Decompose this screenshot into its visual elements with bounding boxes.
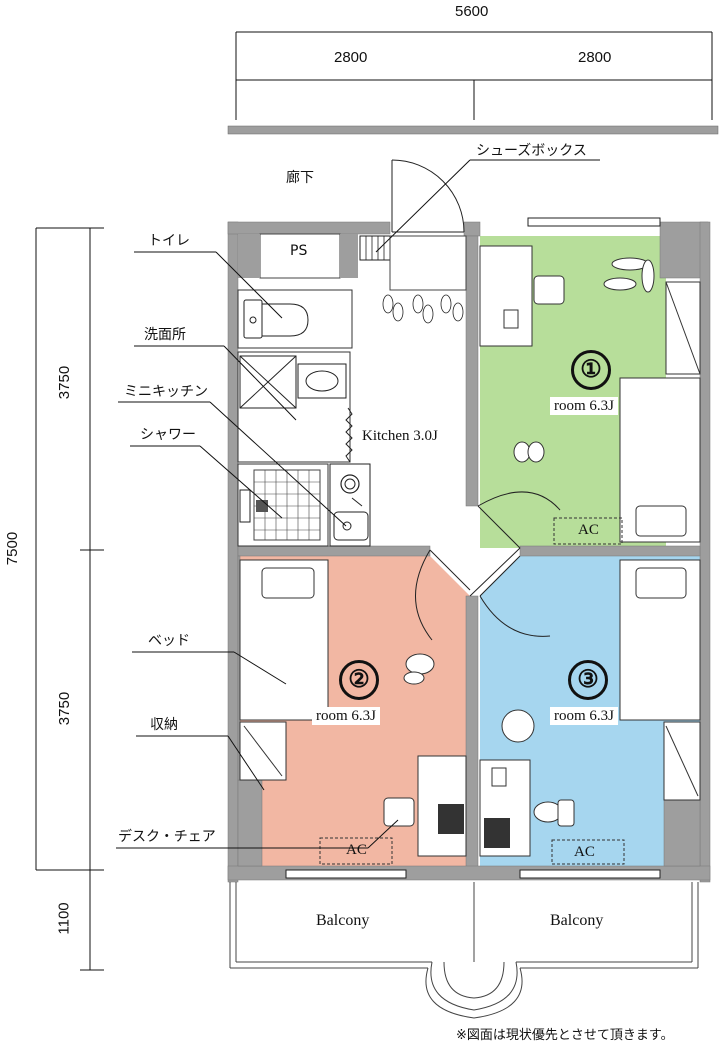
room2-ac xyxy=(319,837,393,865)
disclaimer-note: ※図面は現状優先とさせて頂きます。 xyxy=(456,1028,674,1043)
room-3-label-text: room 6.3J xyxy=(550,707,618,725)
label-toilet: トイレ xyxy=(148,233,190,249)
label-washroom: 洗面所 xyxy=(144,327,186,343)
label-mini-kitchen: ミニキッチン xyxy=(124,384,208,400)
room1-slippers xyxy=(513,441,545,463)
label-ps: PS xyxy=(290,243,308,259)
room-1-number: ① xyxy=(571,350,611,390)
label-storage: 収納 xyxy=(150,717,178,733)
dim-total-depth: 7500 xyxy=(4,531,22,566)
top-dimension-lines xyxy=(235,31,713,120)
room3-plant xyxy=(501,709,535,743)
dim-right-width: 2800 xyxy=(578,49,612,66)
room-3-number: ③ xyxy=(568,660,608,700)
windows xyxy=(285,217,661,879)
room1-fan-plant xyxy=(603,257,655,293)
room2-chair xyxy=(403,653,435,685)
label-kitchen: Kitchen 3.0J xyxy=(362,428,438,444)
label-bed: ベッド xyxy=(148,633,190,649)
dim-left-width: 2800 xyxy=(334,49,368,66)
room-2-label: room 6.3J xyxy=(312,707,380,725)
label-shower: シャワー xyxy=(140,427,196,443)
ps-wall-right xyxy=(340,234,358,278)
label-shoe-box: シューズボックス xyxy=(476,143,587,159)
outer-corridor-wall xyxy=(227,125,719,135)
left-dimension-lines xyxy=(35,227,104,971)
dim-upper-depth: 3750 xyxy=(56,365,74,400)
room-1-label-text: room 6.3J xyxy=(550,397,618,415)
room3-chair xyxy=(533,799,575,827)
ps-wall xyxy=(238,234,260,278)
room2-ac-label: AC xyxy=(346,842,367,858)
ps-box xyxy=(259,233,341,279)
room-3-label: room 6.3J xyxy=(550,707,618,725)
entrance-door xyxy=(391,159,465,233)
kitchen-curtain xyxy=(345,407,353,463)
label-desk-chair: デスク・チェア xyxy=(118,829,216,845)
balcony xyxy=(229,882,699,1019)
leader-lines xyxy=(116,159,600,849)
room-doors xyxy=(415,491,561,641)
room-1-label: room 6.3J xyxy=(550,397,618,415)
entry-floor xyxy=(389,235,467,291)
balcony-left-label: Balcony xyxy=(316,912,370,929)
balcony-right-label: Balcony xyxy=(550,912,604,929)
room3-ac-label: AC xyxy=(574,844,595,860)
label-corridor: 廊下 xyxy=(286,170,314,186)
room1-ac-label: AC xyxy=(578,522,599,538)
room3-ac xyxy=(551,839,625,865)
room-2-number: ② xyxy=(339,660,379,700)
room1-desk xyxy=(479,245,533,347)
dim-balcony-depth: 1100 xyxy=(55,902,73,935)
dim-total-width: 5600 xyxy=(455,3,489,20)
room1-ac xyxy=(553,517,623,545)
shoe-box xyxy=(359,235,391,261)
toilet-fixture xyxy=(243,299,309,339)
shoes xyxy=(382,294,464,324)
dim-lower-depth: 3750 xyxy=(56,691,74,726)
room-2-label-text: room 6.3J xyxy=(312,707,380,725)
